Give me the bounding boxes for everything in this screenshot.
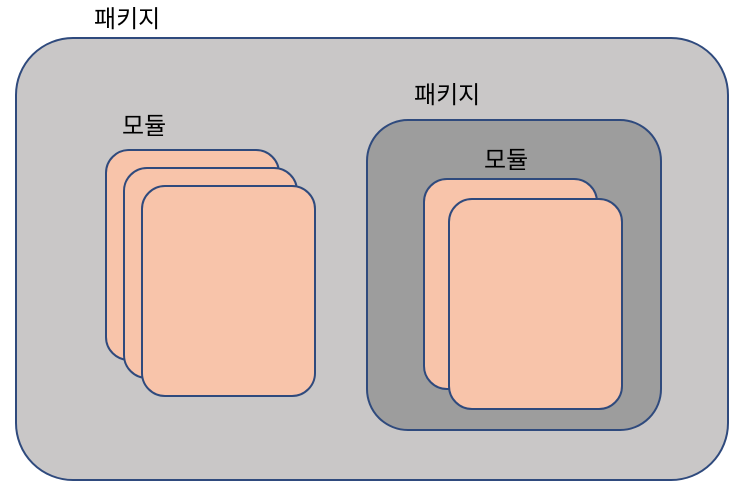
inner-module-card-2 — [448, 198, 623, 410]
left-module-card-3 — [141, 185, 316, 397]
inner-module-stack-label: 모듈 — [484, 146, 529, 174]
inner-package-label: 패키지 — [414, 81, 481, 109]
outer-package-label: 패키지 — [94, 5, 161, 33]
left-module-stack-label: 모듈 — [122, 112, 167, 140]
